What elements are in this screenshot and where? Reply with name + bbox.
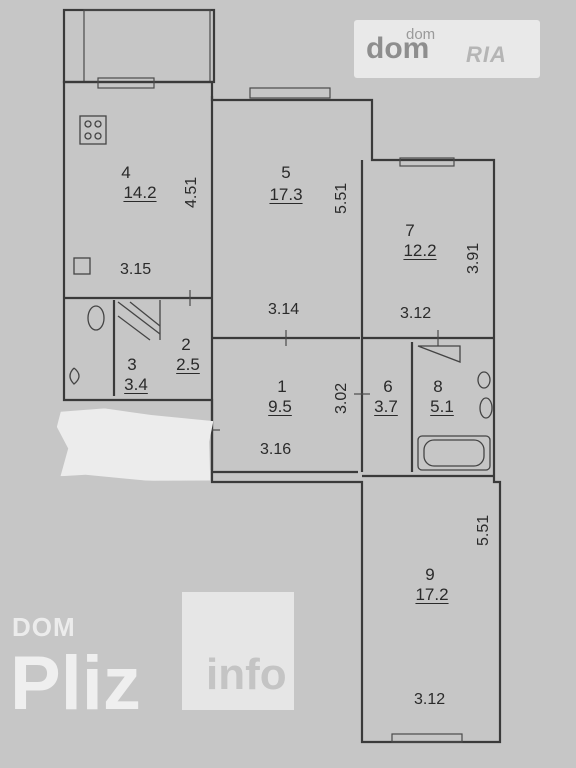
washbasin-icon	[417, 345, 461, 363]
room-4-width: 3.15	[120, 261, 152, 278]
dom-pliz-watermark: DOM Pliz info	[10, 592, 300, 730]
room-2-number: 2	[181, 335, 191, 354]
room-9-area: 17.2	[415, 585, 449, 604]
washbasin-icon	[69, 367, 80, 385]
dom-ria-watermark: dom dom RIA	[354, 20, 540, 78]
room-4-number: 4	[121, 163, 131, 182]
room-9-length: 5.51	[475, 514, 492, 546]
storage-hatch	[117, 301, 161, 335]
room-5-area: 17.3	[269, 185, 303, 204]
sink-icon	[477, 371, 491, 389]
window-9	[391, 733, 463, 743]
info-box	[182, 592, 294, 710]
pliz-info-text: info	[206, 650, 287, 699]
storage-hatch	[129, 301, 161, 327]
room-3-number: 3	[127, 355, 137, 374]
window-balcony	[97, 77, 155, 89]
room-9-width: 3.12	[414, 691, 446, 708]
burner	[84, 120, 92, 128]
room-1-length: 3.02	[333, 382, 350, 414]
room-7-number: 7	[405, 221, 415, 240]
window-5	[249, 87, 331, 99]
balcony-inner	[83, 9, 211, 83]
room-6-area: 3.7	[374, 397, 398, 416]
dom-ria-big-text: dom	[366, 32, 430, 65]
room-5-width: 3.14	[268, 301, 300, 318]
room-3-area: 3.4	[124, 375, 148, 394]
bathtub-icon	[417, 435, 491, 471]
dom-ria-small-text: dom	[406, 26, 436, 43]
room-5-length: 5.51	[333, 182, 350, 214]
room-1-width: 3.16	[260, 441, 292, 458]
stove-icon	[79, 115, 107, 145]
room-7-width: 3.12	[400, 305, 432, 322]
room-7-length: 3.91	[465, 242, 482, 274]
window-7	[399, 157, 455, 167]
pliz-name-text: Pliz	[10, 641, 141, 726]
dom-ria-mark: RIA	[466, 42, 507, 67]
pliz-dom-text: DOM	[12, 612, 76, 642]
balcony-outline	[62, 8, 216, 84]
room-1-number: 1	[277, 377, 287, 396]
burner	[94, 120, 102, 128]
burner	[94, 132, 102, 140]
washing-machine-icon	[479, 397, 493, 419]
room-2-area: 2.5	[176, 355, 200, 374]
room-8-area: 5.1	[430, 397, 454, 416]
room-1-area: 9.5	[268, 397, 292, 416]
kitchen-sink-icon	[73, 257, 91, 275]
room-9-number: 9	[425, 565, 435, 584]
room-6-number: 6	[383, 377, 393, 396]
room-4-length: 4.51	[183, 176, 200, 208]
room-7-area: 12.2	[403, 241, 437, 260]
burner	[84, 132, 92, 140]
room-5-number: 5	[281, 163, 291, 182]
storage-hatch	[117, 315, 151, 341]
toilet-icon	[87, 305, 105, 331]
room-4-area: 14.2	[123, 183, 157, 202]
bathtub-inner	[423, 439, 485, 467]
room-8-number: 8	[433, 377, 443, 396]
